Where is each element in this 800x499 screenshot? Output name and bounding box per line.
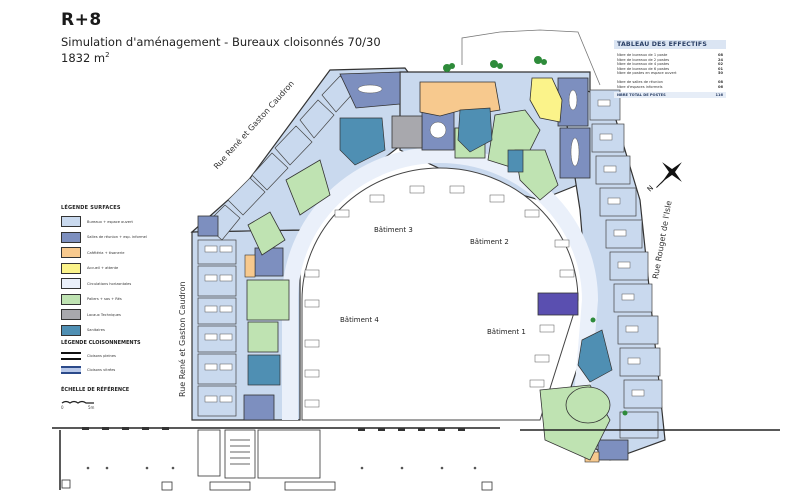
swatch-reception [61,262,81,274]
layout-subtitle: Simulation d'aménagement - Bureaux clois… [61,35,381,49]
legend-surfaces-title: LÉGENDE SURFACES [61,205,121,211]
legend-item: Sanitaires [61,323,171,339]
technical-room [391,115,423,149]
legend-item: Bureaux + espace ouvert [61,214,171,230]
legend-item: Cloisons pleines [61,349,171,363]
scale-min: 0 [61,405,64,410]
special-meeting-room [537,292,579,316]
swatch-meeting [61,231,81,243]
building-label-3: Bâtiment 3 [374,226,413,234]
swatch-office [61,216,81,228]
swatch-circulation [61,278,81,290]
legend-partitions-title: LÉGENDE CLOISONNEMENTS [61,340,141,346]
glass-wall-swatch [61,366,81,374]
scale-bar-icon [61,400,94,404]
sanitary-areas [247,107,613,386]
building-label-1: Bâtiment 1 [487,328,526,336]
swatch-technical [61,309,81,321]
reception [529,77,563,123]
terrace-trees [443,56,628,416]
legend-partitions: LÉGENDE CLOISONNEMENTS Cloisons pleines … [61,340,171,377]
area-value: 1832 m [61,51,106,65]
lower-floor-lines [52,427,780,490]
terrace-outline [461,29,601,86]
effectifs-table-title: TABLEAU DES EFFECTIFS [614,40,726,49]
swatch-cafeteria [61,247,81,259]
legend-item: Circulations horizontales [61,276,171,292]
floor-area: 1832 m2 [61,51,110,65]
legend-item: Locaux Techniques [61,307,171,323]
building-label-4: Bâtiment 4 [340,316,379,324]
compass-north-label: N [646,184,655,193]
scale-max: 5m [88,405,95,410]
compass-rose-icon [656,162,682,188]
legend-item: Salles de réunion + esp. informel [61,230,171,246]
legend-surfaces: LÉGENDE SURFACES Bureaux + espace ouvert… [61,205,171,338]
effectifs-table: TABLEAU DES EFFECTIFS Nbre de bureaux de… [614,40,726,99]
street-label-west: Rue René et Gaston Caudron [178,281,187,397]
office-cells [197,75,663,439]
legend-item: Paliers + sas + Rés [61,292,171,308]
legend-item: Cafétéria + tisanerie [61,245,171,261]
courtyard [301,167,579,421]
swatch-landing [61,293,81,305]
building-label-2: Bâtiment 2 [470,238,509,246]
area-unit: 2 [105,51,110,60]
legend-item: Accueil + attente [61,261,171,277]
corridor-ring [282,147,599,421]
cafeteria-annex [244,254,256,278]
legend-item: Cloisons vitrées [61,363,171,377]
desk-clusters [204,84,645,408]
swatch-sanitary [61,324,81,336]
columns [86,466,477,470]
solid-wall-swatch [61,352,81,360]
scale-title: ÉCHELLE DE RÉFÉRENCE [61,387,130,393]
facade-mullions [82,427,465,431]
lower-floor-details [61,429,493,491]
floor-title: R+8 [61,10,102,30]
